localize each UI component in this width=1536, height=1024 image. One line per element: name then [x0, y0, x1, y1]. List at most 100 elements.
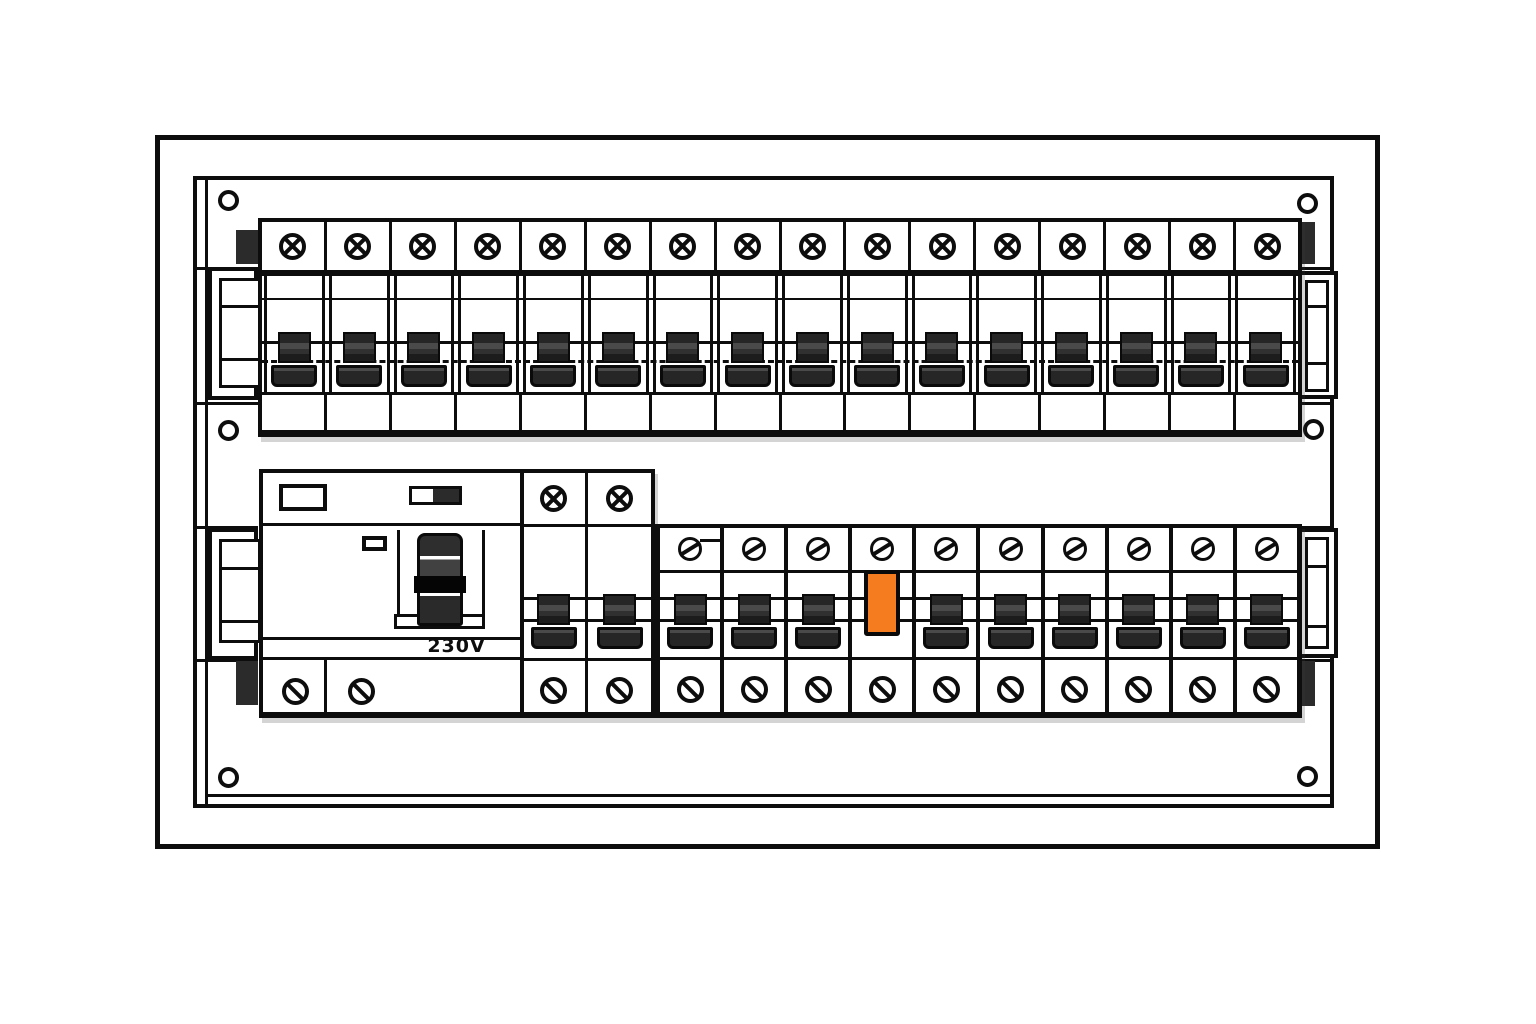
breaker-bottom-terminal	[778, 395, 844, 430]
din-rail-clip	[1302, 661, 1315, 706]
main-switch-toggle[interactable]	[414, 533, 466, 626]
terminal-screw-slash-up	[678, 537, 703, 561]
breaker-toggle[interactable]	[1179, 594, 1226, 649]
module-divider	[520, 473, 524, 712]
breaker-bottom-terminal	[912, 660, 976, 712]
circuit-breaker[interactable]	[523, 276, 584, 392]
breaker-toggle[interactable]	[789, 332, 836, 387]
circuit-breaker[interactable]	[1168, 573, 1233, 657]
breaker-toggle[interactable]	[983, 332, 1030, 387]
breaker-toggle[interactable]	[1113, 332, 1160, 387]
breaker-top-terminal	[648, 222, 714, 270]
breaker-bottom-terminal	[388, 395, 454, 430]
circuit-breaker[interactable]	[912, 573, 976, 657]
breaker-toggle[interactable]	[595, 332, 642, 387]
breaker-toggle[interactable]	[1051, 594, 1098, 649]
breaker-top-terminal	[323, 222, 389, 270]
terminal-screw-cross	[798, 232, 826, 260]
toggle-handle	[537, 594, 570, 625]
circuit-breaker[interactable]	[652, 276, 714, 392]
circuit-breaker[interactable]	[522, 527, 585, 658]
toggle-foot	[854, 365, 901, 387]
breaker-toggle[interactable]	[987, 594, 1034, 649]
breaker-toggle[interactable]	[724, 332, 771, 387]
breaker-bottom-terminal	[843, 395, 908, 430]
circuit-breaker[interactable]	[1170, 276, 1232, 392]
din-bracket-inner	[1305, 280, 1329, 392]
circuit-breaker[interactable]	[1041, 276, 1102, 392]
toggle-foot	[465, 365, 512, 387]
toggle-foot	[1048, 365, 1095, 387]
breaker-bottom-terminal	[1040, 660, 1105, 712]
terminal-screw-slash-up	[806, 537, 831, 561]
breaker-toggle[interactable]	[1177, 332, 1224, 387]
breaker-toggle[interactable]	[854, 332, 901, 387]
circuit-breaker[interactable]	[1235, 276, 1296, 392]
circuit-breaker[interactable]	[848, 570, 912, 657]
breaker-bottom-terminal	[1233, 395, 1298, 430]
tripped-breaker-toggle[interactable]	[864, 570, 901, 636]
breaker-top-terminal	[1103, 222, 1168, 270]
breaker-toggle[interactable]	[923, 594, 970, 649]
breaker-toggle[interactable]	[530, 594, 577, 649]
breaker-toggle[interactable]	[465, 332, 512, 387]
test-switch[interactable]	[409, 486, 462, 505]
breaker-bottom-terminal	[848, 660, 912, 712]
circuit-breaker[interactable]	[976, 276, 1037, 392]
din-rail-clip	[1302, 222, 1315, 264]
breaker-toggle[interactable]	[731, 594, 778, 649]
breaker-toggle[interactable]	[659, 332, 706, 387]
breaker-top-terminal	[583, 222, 649, 270]
terminal-screw-cross	[993, 232, 1021, 260]
breaker-toggle[interactable]	[1048, 332, 1095, 387]
breaker-toggle[interactable]	[667, 594, 714, 649]
circuit-breaker[interactable]	[585, 527, 651, 658]
terminal-screw-cross	[409, 232, 437, 260]
breaker-toggle[interactable]	[1115, 594, 1162, 649]
terminal-screw-slash-up	[1254, 537, 1279, 561]
terminal-screw-cross	[604, 232, 632, 260]
circuit-breaker[interactable]	[1040, 573, 1105, 657]
breaker-toggle[interactable]	[1243, 594, 1290, 649]
main-switch-module: 230V	[259, 469, 655, 718]
circuit-breaker[interactable]	[782, 276, 843, 392]
toggle-handle	[536, 332, 570, 363]
breaker-toggle[interactable]	[271, 332, 318, 387]
circuit-breaker[interactable]	[717, 276, 778, 392]
breaker-toggle[interactable]	[336, 332, 383, 387]
circuit-breaker[interactable]	[784, 573, 848, 657]
terminal-screw-slash-down	[540, 677, 567, 704]
circuit-breaker[interactable]	[1232, 573, 1297, 657]
breaker-toggle[interactable]	[530, 332, 577, 387]
circuit-breaker[interactable]	[587, 276, 649, 392]
toggle-handle	[1249, 332, 1283, 363]
circuit-breaker[interactable]	[458, 276, 519, 392]
circuit-breaker[interactable]	[911, 276, 973, 392]
toggle-foot	[795, 627, 842, 649]
breaker-toggle[interactable]	[795, 594, 842, 649]
toggle-foot	[923, 627, 970, 649]
circuit-breaker[interactable]	[846, 276, 908, 392]
circuit-breaker[interactable]	[660, 573, 720, 657]
circuit-breaker[interactable]	[720, 573, 784, 657]
module-divider	[324, 660, 327, 712]
toggle-foot	[1177, 365, 1224, 387]
breaker-toggle[interactable]	[596, 594, 643, 649]
circuit-breaker[interactable]	[1105, 276, 1167, 392]
breaker-toggle[interactable]	[918, 332, 965, 387]
circuit-breaker[interactable]	[264, 276, 325, 392]
terminal-screw-slash-up	[1190, 537, 1215, 561]
circuit-breaker[interactable]	[976, 573, 1040, 657]
breaker-toggle[interactable]	[1242, 332, 1289, 387]
toggle-handle	[472, 332, 506, 363]
breaker-bottom-terminal	[585, 661, 651, 712]
toggle-handle	[860, 332, 894, 363]
toggle-handle	[342, 332, 376, 363]
circuit-breaker[interactable]	[1104, 573, 1169, 657]
terminal-screw-cross	[928, 232, 956, 260]
breaker-top-terminal	[713, 222, 779, 270]
circuit-breaker[interactable]	[328, 276, 390, 392]
circuit-breaker[interactable]	[393, 276, 455, 392]
breaker-toggle[interactable]	[400, 332, 447, 387]
